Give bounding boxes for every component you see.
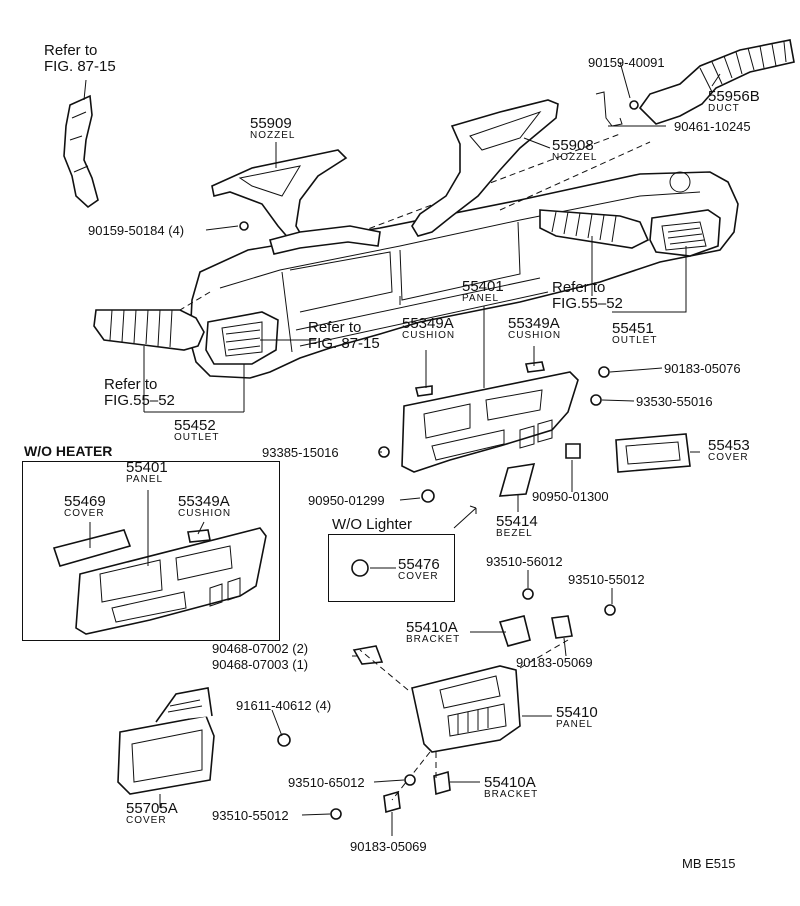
ref-fig-55-52-right: Refer to FIG.55–52 [552, 279, 623, 312]
fastener-drawings [239, 221, 616, 820]
fastener-90468-07003: 90468-07003 (1) [212, 657, 309, 672]
part-label-55469: 55469 COVER [64, 493, 106, 519]
panel-55401-drawing [401, 361, 579, 473]
fastener-90468-07002: 90468-07002 (2) [212, 641, 309, 656]
outlet-55452-drawing [93, 309, 279, 365]
part-label-55410a-top: 55410A BRACKET [406, 619, 461, 645]
fastener-93510-55012-a: 93510-55012 [568, 572, 645, 587]
diagram-code: MB E515 [682, 856, 736, 871]
fastener-91611-40612: 91611-40612 (4) [236, 698, 332, 713]
panel-55410-drawing [352, 615, 573, 814]
part-label-55401-wo-heater: 55401 PANEL [126, 459, 168, 485]
fastener-93385-15016: 93385-15016 [262, 445, 339, 460]
fastener-90183-05076: 90183-05076 [664, 361, 741, 376]
fastener-90183-05069-b: 90183-05069 [350, 839, 427, 854]
fastener-90950-01300: 90950-01300 [532, 489, 609, 504]
part-label-55908: 55908 NOZZEL [552, 137, 598, 163]
fastener-93510-55012-b: 93510-55012 [212, 808, 289, 823]
part-label-55349a-left: 55349A CUSHION [402, 315, 456, 341]
section-title-wo-heater: W/O HEATER [24, 443, 113, 459]
part-label-55909: 55909 NOZZEL [250, 115, 296, 141]
fastener-90159-50184: 90159-50184 (4) [88, 223, 185, 238]
wo-lighter-frame [328, 534, 455, 602]
bezel-55414-drawing [453, 463, 536, 529]
wo-heater-frame [22, 461, 280, 641]
side-nozzle-drawing [63, 94, 99, 209]
cover-55705a-drawing [117, 687, 215, 795]
fastener-90461-10245: 90461-10245 [674, 119, 751, 134]
part-label-55956b: 55956B DUCT [708, 88, 760, 114]
leader-lines [83, 61, 721, 836]
cover-55476-drawing [351, 559, 369, 577]
cover-55453-drawing [615, 433, 691, 473]
ref-fig-87-15-top: Refer to FIG. 87-15 [44, 42, 116, 75]
part-label-55453: 55453 COVER [708, 437, 750, 463]
part-label-55414: 55414 BEZEL [496, 513, 538, 539]
part-label-55401: 55401 PANEL [462, 278, 504, 304]
ref-fig-87-15-mid: Refer to FIG. 87-15 [308, 319, 380, 352]
part-label-55451: 55451 OUTLET [612, 320, 658, 346]
part-label-55349a-right: 55349A CUSHION [508, 315, 562, 341]
outlet-55451-drawing [539, 209, 721, 257]
part-label-55410a-bottom: 55410A BRACKET [484, 774, 539, 800]
part-label-55705a: 55705A COVER [126, 800, 178, 826]
duct-55956b-drawing [595, 39, 795, 127]
fastener-93530-55016: 93530-55016 [636, 394, 713, 409]
part-label-55349a-wo-heater: 55349A CUSHION [178, 493, 232, 519]
ref-fig-55-52-left: Refer to FIG.55–52 [104, 376, 175, 409]
fastener-90183-05069-a: 90183-05069 [516, 655, 593, 670]
fastener-90950-01299: 90950-01299 [308, 493, 385, 508]
nozzle-55908-drawing [411, 99, 559, 237]
fastener-90159-40091: 90159-40091 [588, 55, 665, 70]
wo-heater-drawing [52, 527, 267, 635]
part-label-55476: 55476 COVER [398, 556, 440, 582]
fastener-93510-65012: 93510-65012 [288, 775, 365, 790]
section-title-wo-lighter: W/O Lighter [332, 516, 413, 533]
nozzle-55909-drawing [211, 149, 381, 255]
fastener-93510-56012: 93510-56012 [486, 554, 563, 569]
part-label-55410: 55410 PANEL [556, 704, 598, 730]
part-label-55452: 55452 OUTLET [174, 417, 220, 443]
